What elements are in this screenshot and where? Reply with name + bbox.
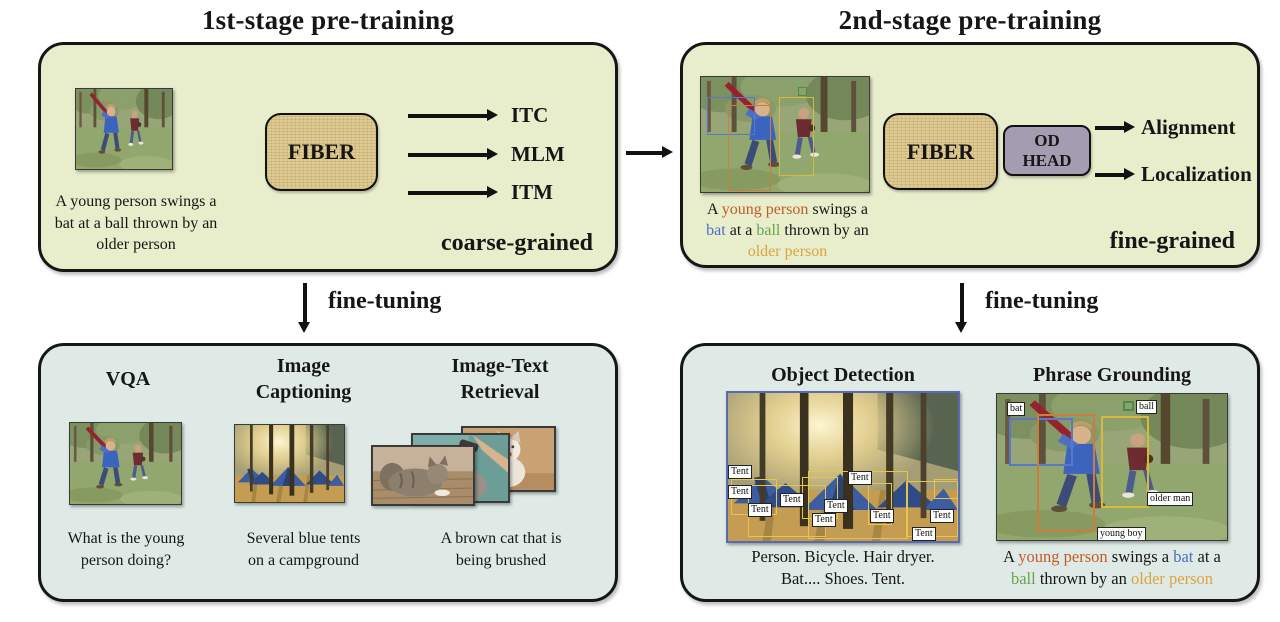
- task-mlm: MLM: [511, 142, 565, 166]
- finetune-arrow-left: [298, 283, 310, 333]
- task-alignment: Alignment: [1141, 115, 1236, 139]
- bat-text: bat: [706, 222, 726, 239]
- captioning-photo: [234, 424, 345, 503]
- tent-chip: Tent: [848, 471, 872, 485]
- stage2-box: A young person swings a bat at a ball th…: [680, 42, 1260, 268]
- bat-bbox: [1009, 418, 1073, 466]
- baseball-photo: [75, 88, 173, 170]
- retrieval-caption: A brown cat that is being brushed: [440, 530, 562, 569]
- captioning-caption: Several blue tents on a campground: [246, 530, 361, 569]
- young-person-bbox: [728, 105, 771, 191]
- tent-chip: Tent: [812, 513, 836, 527]
- older-man-bbox: [1101, 416, 1149, 508]
- object-detection-title: Object Detection: [771, 364, 915, 386]
- bat-bbox: [707, 97, 755, 135]
- retrieval-photo-tabby: [371, 445, 475, 506]
- stage1-title: 1st-stage pre-training: [201, 5, 455, 35]
- task-itc: ITC: [511, 103, 549, 127]
- older-person-text: older person: [1131, 569, 1214, 588]
- finetune-left-box: VQA Image Captioning Image-Text Retrieva…: [38, 343, 618, 602]
- ball-text: ball: [1010, 569, 1036, 588]
- older-person-bbox: [779, 97, 814, 176]
- phrase-grounding-caption: A young person swings a bat at a ball th…: [1003, 547, 1221, 588]
- stage2-title: 2nd-stage pre-training: [838, 5, 1102, 35]
- captioning-title: Image Captioning: [255, 355, 352, 403]
- fiber-model-box: FIBER: [265, 113, 378, 191]
- baseball-photo-with-boxes: [700, 76, 870, 193]
- vqa-caption: What is the young person doing?: [67, 530, 185, 569]
- task-localization: Localization: [1141, 162, 1252, 186]
- tent-chip: Tent: [728, 465, 752, 479]
- young-person-text: young person: [1018, 547, 1108, 566]
- tent-chip: Tent: [780, 493, 804, 507]
- phrase-grounding-photo: bat ball older man young boy: [996, 393, 1228, 541]
- stage1-caption: A young person swings a bat at a ball th…: [54, 193, 218, 253]
- retrieval-title: Image-Text Retrieval: [451, 355, 549, 403]
- tent-bbox: [868, 483, 892, 525]
- young-person-text: young person: [721, 201, 809, 218]
- finetune-right-box: Object Detection Phrase Grounding Tent T…: [680, 343, 1260, 602]
- task-itm: ITM: [511, 180, 553, 204]
- arrow-to-itm: [408, 186, 498, 198]
- object-detection-photo: Tent Tent Tent Tent Tent Tent Tent Tent …: [726, 391, 960, 543]
- fiber-model-box-2: FIBER: [883, 113, 998, 190]
- od-head-box: OD HEAD: [1003, 125, 1091, 176]
- stage1-to-stage2-arrow: [626, 146, 673, 158]
- finetune-label-right: fine-tuning: [985, 288, 1099, 314]
- stage2-caption: A young person swings a bat at a ball th…: [685, 199, 890, 262]
- phrase-grounding-title: Phrase Grounding: [1033, 364, 1191, 386]
- vqa-title: VQA: [105, 368, 151, 390]
- object-detection-caption: Person. Bicycle. Hair dryer. Bat.... Sho…: [751, 547, 935, 588]
- finetune-label-left: fine-tuning: [328, 288, 442, 314]
- arrow-to-mlm: [408, 148, 498, 160]
- tent-bbox: [934, 479, 958, 499]
- tent-chip: Tent: [912, 527, 936, 541]
- fine-grained-label: fine-grained: [1109, 228, 1235, 254]
- older-man-chip: older man: [1147, 492, 1194, 506]
- stage1-box: A young person swings a bat at a ball th…: [38, 42, 618, 272]
- arrow-to-localization: [1095, 168, 1135, 180]
- ball-chip: ball: [1136, 400, 1157, 414]
- ball-text: ball: [756, 222, 781, 239]
- ball-bbox: [798, 87, 807, 96]
- tent-chip: Tent: [930, 509, 954, 523]
- finetune-arrow-right: [955, 283, 967, 333]
- tent-chip: Tent: [728, 485, 752, 499]
- older-person-text: older person: [747, 243, 828, 260]
- bat-chip: bat: [1007, 402, 1026, 416]
- arrow-to-alignment: [1095, 121, 1135, 133]
- tent-chip: Tent: [748, 503, 772, 517]
- coarse-grained-label: coarse-grained: [441, 230, 593, 256]
- young-boy-chip: young boy: [1097, 527, 1146, 540]
- bat-text: bat: [1173, 547, 1194, 566]
- young-boy-bbox: [1037, 414, 1095, 532]
- ball-bbox: [1123, 401, 1134, 411]
- arrow-to-itc: [408, 109, 498, 121]
- tent-chip: Tent: [824, 499, 848, 513]
- tent-chip: Tent: [870, 509, 894, 523]
- vqa-photo: [69, 422, 182, 505]
